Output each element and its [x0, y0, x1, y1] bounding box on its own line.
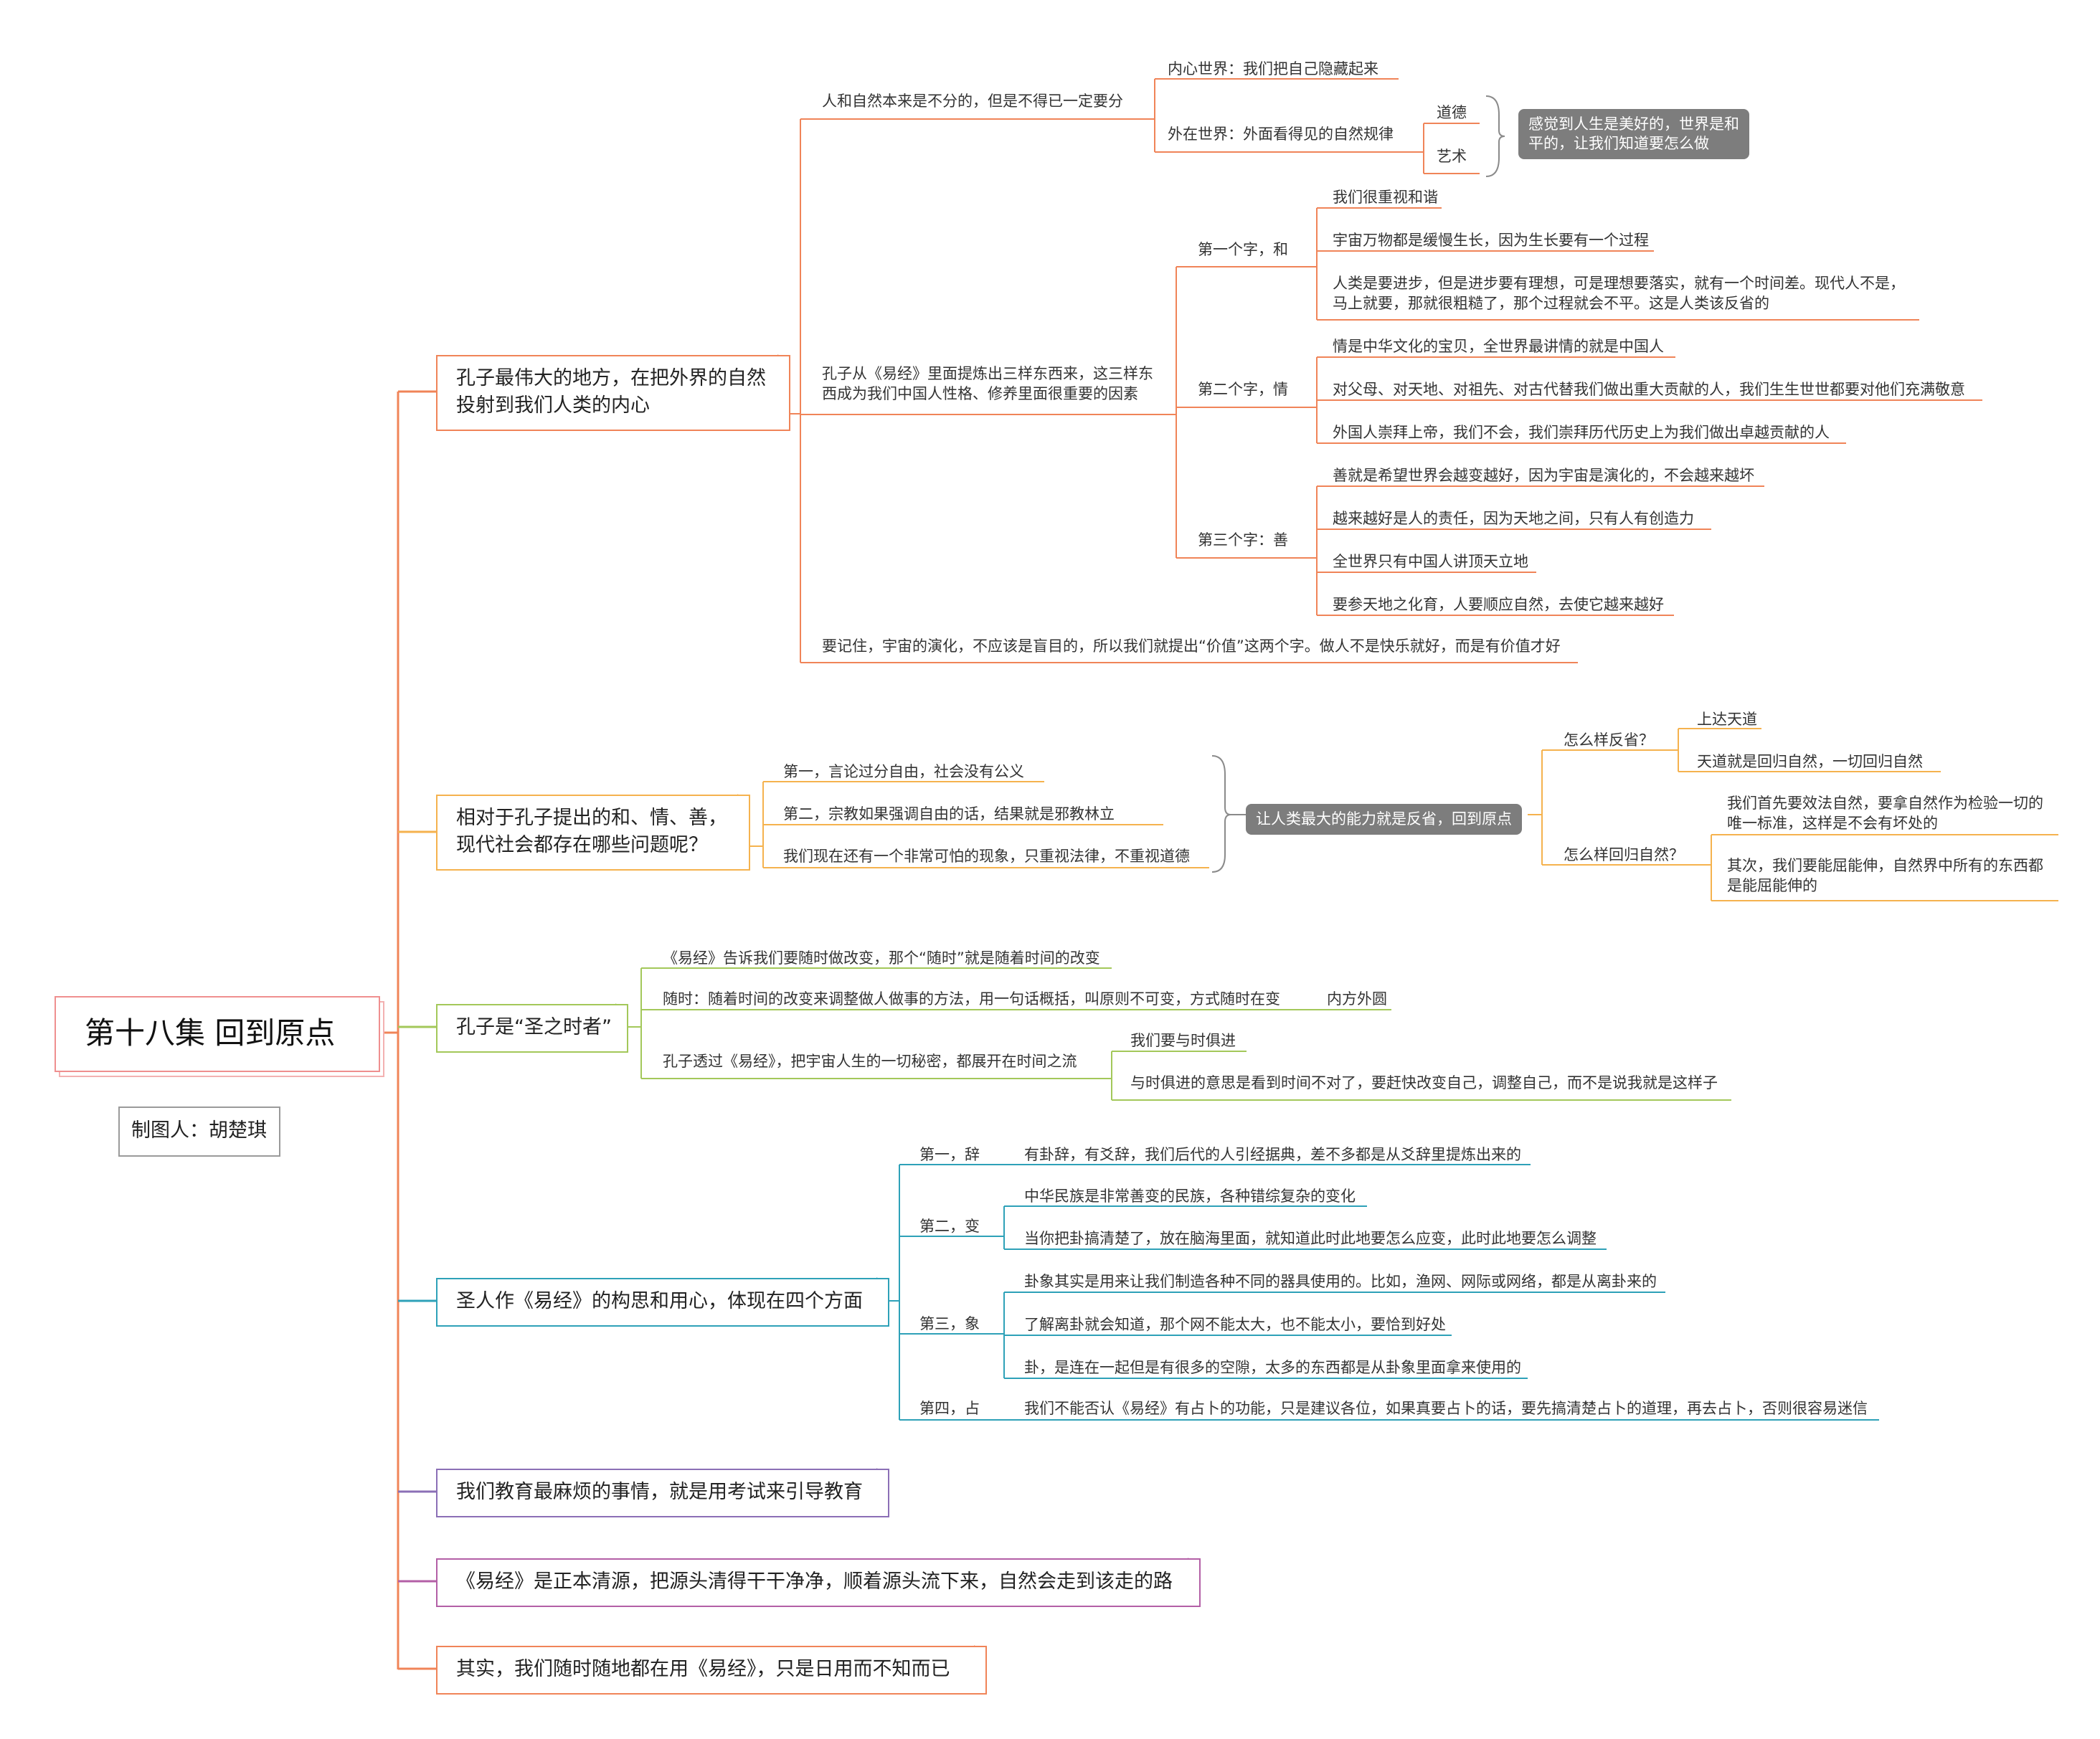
b1-shan-4[interactable]: 要参天地之化育，人要顺应自然，去使它越来越好: [1333, 596, 1664, 613]
b1-shan-1[interactable]: 善就是希望世界会越变越好，因为宇宙是演化的，不会越来越坏: [1333, 467, 1754, 484]
b1-qing-3[interactable]: 外国人崇拜上帝，我们不会，我们崇拜历代历史上为我们做出卓越贡献的人: [1333, 424, 1830, 441]
b1-c2-qing[interactable]: 第二个字，情: [1198, 381, 1288, 398]
b4-c4[interactable]: 第四，占: [919, 1400, 980, 1417]
b2-return-1[interactable]: 我们首先要效法自然，要拿自然作为检验一切的唯一标准，这样是不会有坏处的: [1727, 795, 2043, 832]
b3-c3-1[interactable]: 我们要与时俱进: [1130, 1032, 1236, 1049]
b4-c1[interactable]: 第一，辞: [919, 1146, 980, 1163]
b1-shan-2[interactable]: 越来越好是人的责任，因为天地之间，只有人有创造力: [1333, 510, 1694, 527]
b4-c3-1[interactable]: 卦象其实是用来让我们制造各种不同的器具使用的。比如，渔网、网际或网络，都是从离卦…: [1024, 1273, 1657, 1290]
b2-reflect-1[interactable]: 上达天道: [1697, 711, 1757, 728]
b3-c1[interactable]: 《易经》告诉我们要随时做改变，那个“随时”就是随着时间的改变: [663, 949, 1100, 967]
b1-morality[interactable]: 道德: [1437, 104, 1467, 121]
b4-c2[interactable]: 第二，变: [919, 1218, 980, 1235]
summary-beautiful-life[interactable]: 感觉到人生是美好的，世界是和平的，让我们知道要怎么做: [1518, 109, 1749, 159]
branch-4-label: 圣人作《易经》的构思和用心，体现在四个方面: [456, 1290, 863, 1312]
b4-c3-3[interactable]: 卦，是连在一起但是有很多的空隙，太多的东西都是从卦象里面拿来使用的: [1024, 1359, 1521, 1376]
b1-c2-he[interactable]: 第一个字，和: [1198, 241, 1288, 258]
b1-c1[interactable]: 人和自然本来是不分的，但是不得已一定要分: [822, 93, 1123, 110]
b1-he-1[interactable]: 我们很重视和谐: [1333, 189, 1438, 206]
b1-art[interactable]: 艺术: [1437, 148, 1467, 165]
b4-c4-1[interactable]: 我们不能否认《易经》有占卜的功能，只是建议各位，如果真要占卜的话，要先搞清楚占卜…: [1024, 1400, 1868, 1417]
b4-c1-1[interactable]: 有卦辞，有爻辞，我们后代的人引经据典，差不多都是从爻辞里提炼出来的: [1024, 1146, 1521, 1163]
b2-c2[interactable]: 第二，宗教如果强调自由的话，结果就是邪教林立: [783, 805, 1115, 823]
branch-1-label-line1: 孔子最伟大的地方，在把外界的自然投射到我们人类的内心: [456, 367, 766, 417]
branch-2-topic[interactable]: 相对于孔子提出的和、情、善，现代社会都存在哪些问题呢？: [436, 795, 750, 871]
summary-reflection[interactable]: 让人类最大的能力就是反省，回到原点: [1246, 804, 1522, 835]
b1-c3[interactable]: 要记住，宇宙的演化，不应该是盲目的，所以我们就提出“价值”这两个字。做人不是快乐…: [822, 638, 1561, 655]
branch-7-topic[interactable]: 其实，我们随时随地都在用《易经》，只是日用而不知而已: [436, 1646, 987, 1695]
b3-c2-1[interactable]: 内方外圆: [1327, 990, 1387, 1008]
b1-he-3[interactable]: 人类是要进步，但是进步要有理想，可是理想要落实，就有一个时间差。现代人不是，马上…: [1333, 275, 1905, 312]
branch-3-topic[interactable]: 孔子是“圣之时者”: [436, 1004, 628, 1053]
b2-c3[interactable]: 我们现在还有一个非常可怕的现象，只重视法律，不重视道德: [783, 848, 1190, 865]
b2-reflect[interactable]: 怎么样反省？: [1564, 731, 1654, 749]
b1-shan-3[interactable]: 全世界只有中国人讲顶天立地: [1333, 553, 1528, 570]
branch-1-topic[interactable]: 孔子最伟大的地方，在把外界的自然投射到我们人类的内心: [436, 355, 790, 431]
b1-qing-1[interactable]: 情是中华文化的宝贝，全世界最讲情的就是中国人: [1333, 338, 1664, 355]
branch-2-label: 相对于孔子提出的和、情、善，现代社会都存在哪些问题呢？: [456, 807, 727, 856]
b4-c3[interactable]: 第三，象: [919, 1315, 980, 1332]
branch-5-topic[interactable]: 我们教育最麻烦的事情，就是用考试来引导教育: [436, 1469, 889, 1517]
b3-c3[interactable]: 孔子透过《易经》，把宇宙人生的一切秘密，都展开在时间之流: [663, 1053, 1077, 1070]
b1-summary-brace: [1485, 95, 1505, 177]
central-title: 第十八集 回到原点: [85, 1015, 336, 1051]
b2-reflect-2[interactable]: 天道就是回归自然，一切回归自然: [1697, 753, 1923, 770]
branch-5-label: 我们教育最麻烦的事情，就是用考试来引导教育: [456, 1481, 863, 1503]
b2-summary-brace: [1211, 755, 1231, 873]
author-label: 制图人：胡楚琪: [131, 1119, 267, 1142]
branch-3-label: 孔子是“圣之时者”: [456, 1016, 612, 1038]
b2-return-2[interactable]: 其次，我们要能屈能伸，自然界中所有的东西都是能屈能伸的: [1727, 857, 2043, 894]
b2-c1[interactable]: 第一，言论过分自由，社会没有公义: [783, 763, 1024, 780]
b1-c1-inner-world[interactable]: 内心世界：我们把自己隐藏起来: [1168, 60, 1378, 77]
b3-c2[interactable]: 随时：随着时间的改变来调整做人做事的方法，用一句话概括，叫原则不可变，方式随时在…: [663, 990, 1280, 1008]
b4-c2-1[interactable]: 中华民族是非常善变的民族，各种错综复杂的变化: [1024, 1188, 1356, 1205]
b3-c3-2[interactable]: 与时俱进的意思是看到时间不对了，要赶快改变自己，调整自己，而不是说我就是这样子: [1130, 1074, 1718, 1091]
b1-c2[interactable]: 孔子从《易经》里面提炼出三样东西来，这三样东西成为我们中国人性格、修养里面很重要…: [822, 365, 1153, 402]
branch-4-topic[interactable]: 圣人作《易经》的构思和用心，体现在四个方面: [436, 1278, 889, 1327]
author-box: 制图人：胡楚琪: [118, 1107, 280, 1157]
b4-c2-2[interactable]: 当你把卦搞清楚了，放在脑海里面，就知道此时此地要怎么应变，此时此地要怎么调整: [1024, 1230, 1597, 1247]
b1-c2-shan[interactable]: 第三个字：善: [1198, 531, 1288, 549]
branch-6-label: 《易经》是正本清源，把源头清得干干净净，顺着源头流下来，自然会走到该走的路: [456, 1570, 1173, 1593]
b1-c1-outer-world[interactable]: 外在世界：外面看得见的自然规律: [1168, 125, 1394, 143]
central-topic[interactable]: 第十八集 回到原点: [55, 996, 380, 1072]
b2-return[interactable]: 怎么样回归自然？: [1564, 846, 1684, 863]
branch-7-label: 其实，我们随时随地都在用《易经》，只是日用而不知而已: [456, 1658, 950, 1680]
b1-qing-2[interactable]: 对父母、对天地、对祖先、对古代替我们做出重大贡献的人，我们生生世世都要对他们充满…: [1333, 381, 1965, 398]
branch-6-topic[interactable]: 《易经》是正本清源，把源头清得干干净净，顺着源头流下来，自然会走到该走的路: [436, 1558, 1201, 1607]
b1-he-2[interactable]: 宇宙万物都是缓慢生长，因为生长要有一个过程: [1333, 232, 1649, 249]
b4-c3-2[interactable]: 了解离卦就会知道，那个网不能太大，也不能太小，要恰到好处: [1024, 1316, 1446, 1333]
